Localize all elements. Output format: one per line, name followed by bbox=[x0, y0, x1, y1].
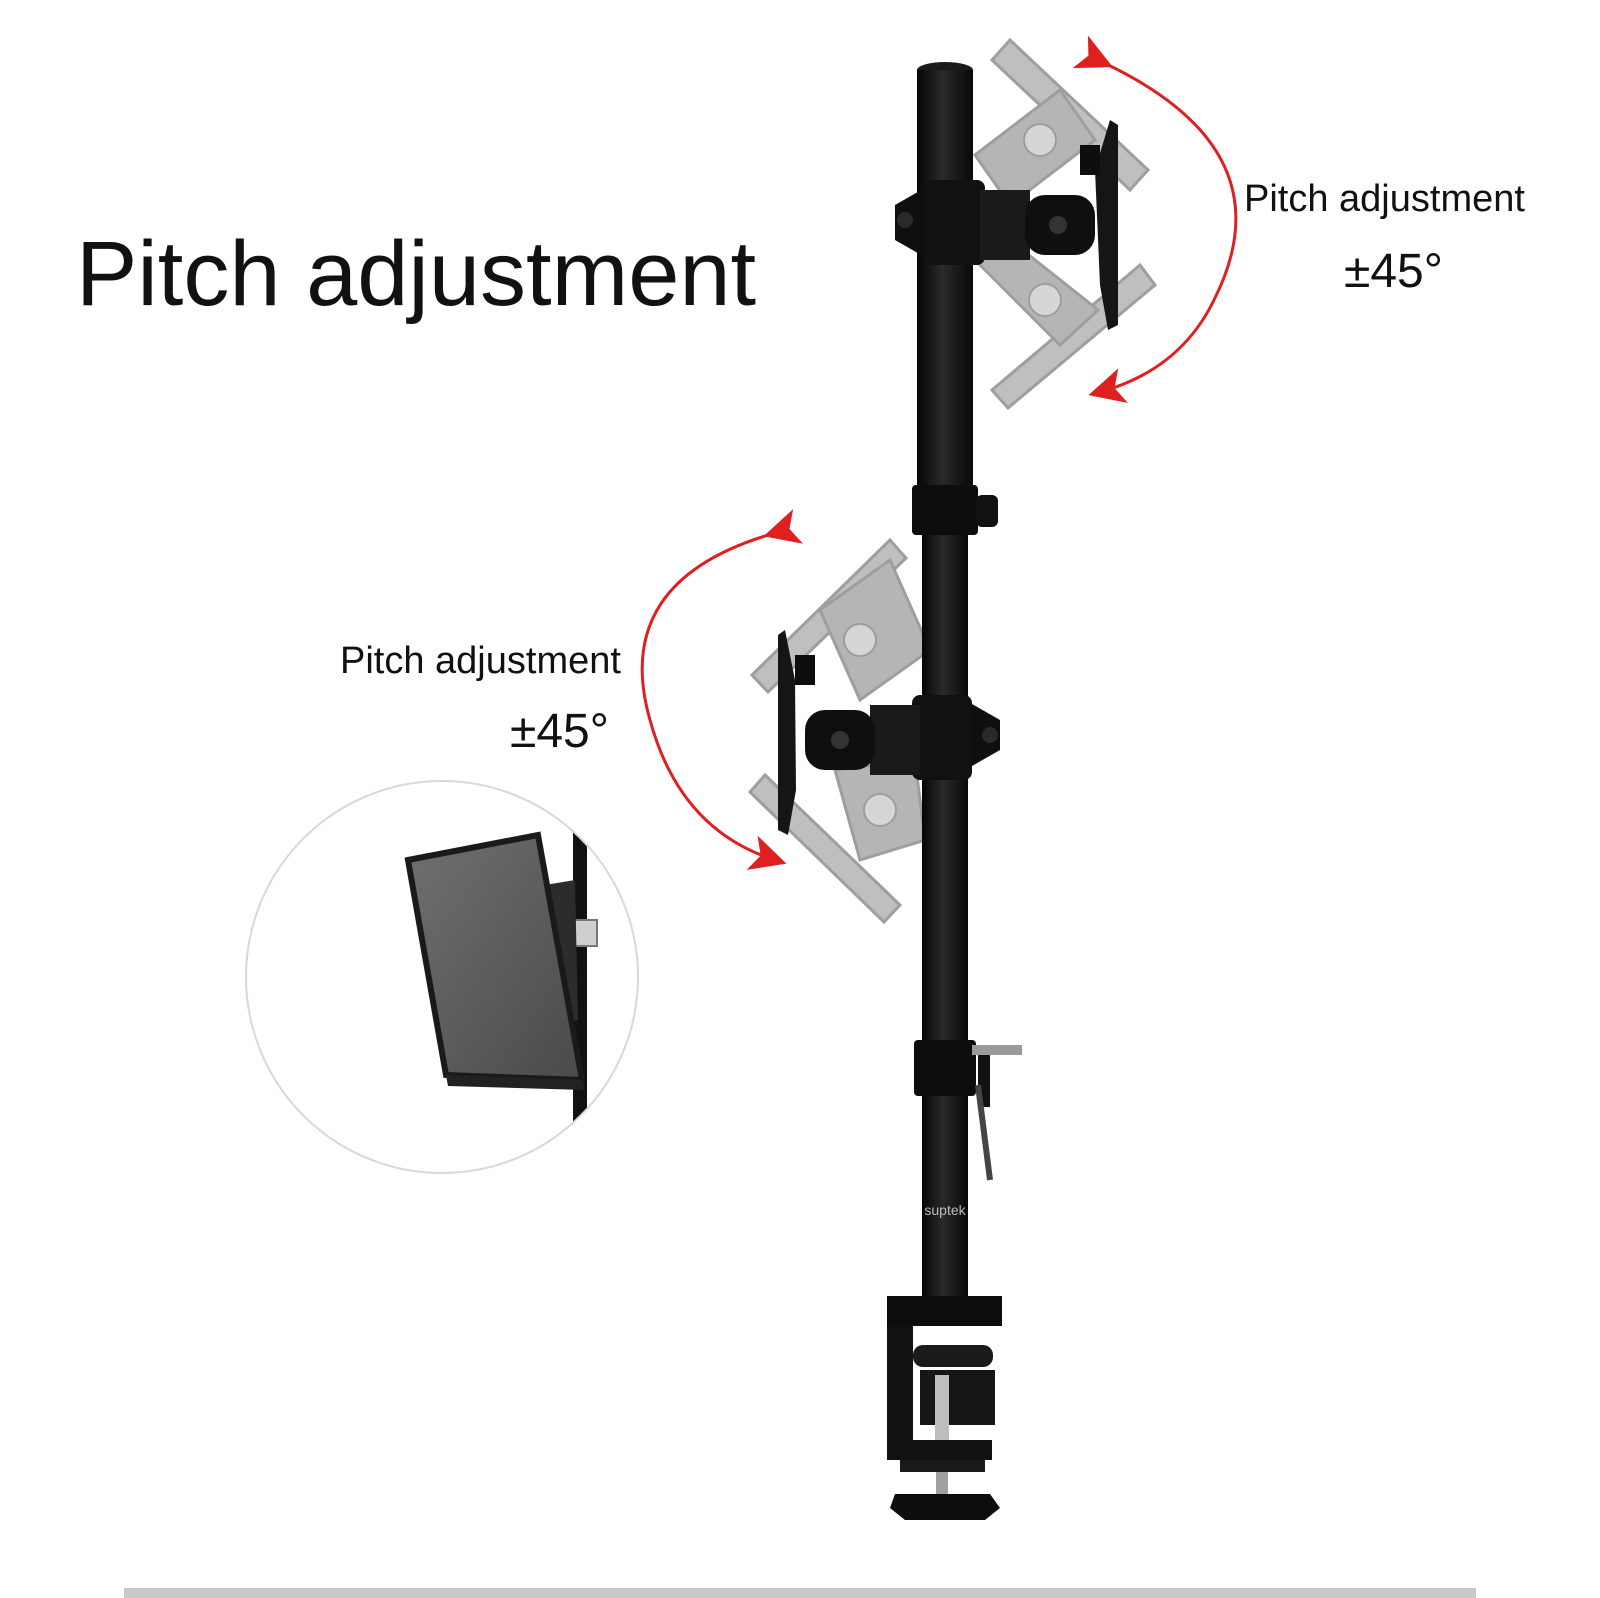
top-rotation-arrow bbox=[1072, 35, 1238, 403]
top-callout-angle: ±45° bbox=[1344, 245, 1443, 298]
mount-pole bbox=[912, 62, 1022, 1296]
middle-rotation-arrow bbox=[640, 509, 804, 870]
middle-callout-label: Pitch adjustment bbox=[340, 640, 621, 682]
desk-clamp bbox=[887, 1296, 1002, 1520]
top-callout-label: Pitch adjustment bbox=[1244, 178, 1525, 220]
page-title: Pitch adjustment bbox=[76, 223, 757, 325]
inset-detail-circle bbox=[245, 780, 639, 1174]
brand-text: suptek bbox=[924, 1202, 966, 1218]
bottom-divider bbox=[124, 1588, 1476, 1598]
middle-callout-angle: ±45° bbox=[510, 705, 609, 758]
